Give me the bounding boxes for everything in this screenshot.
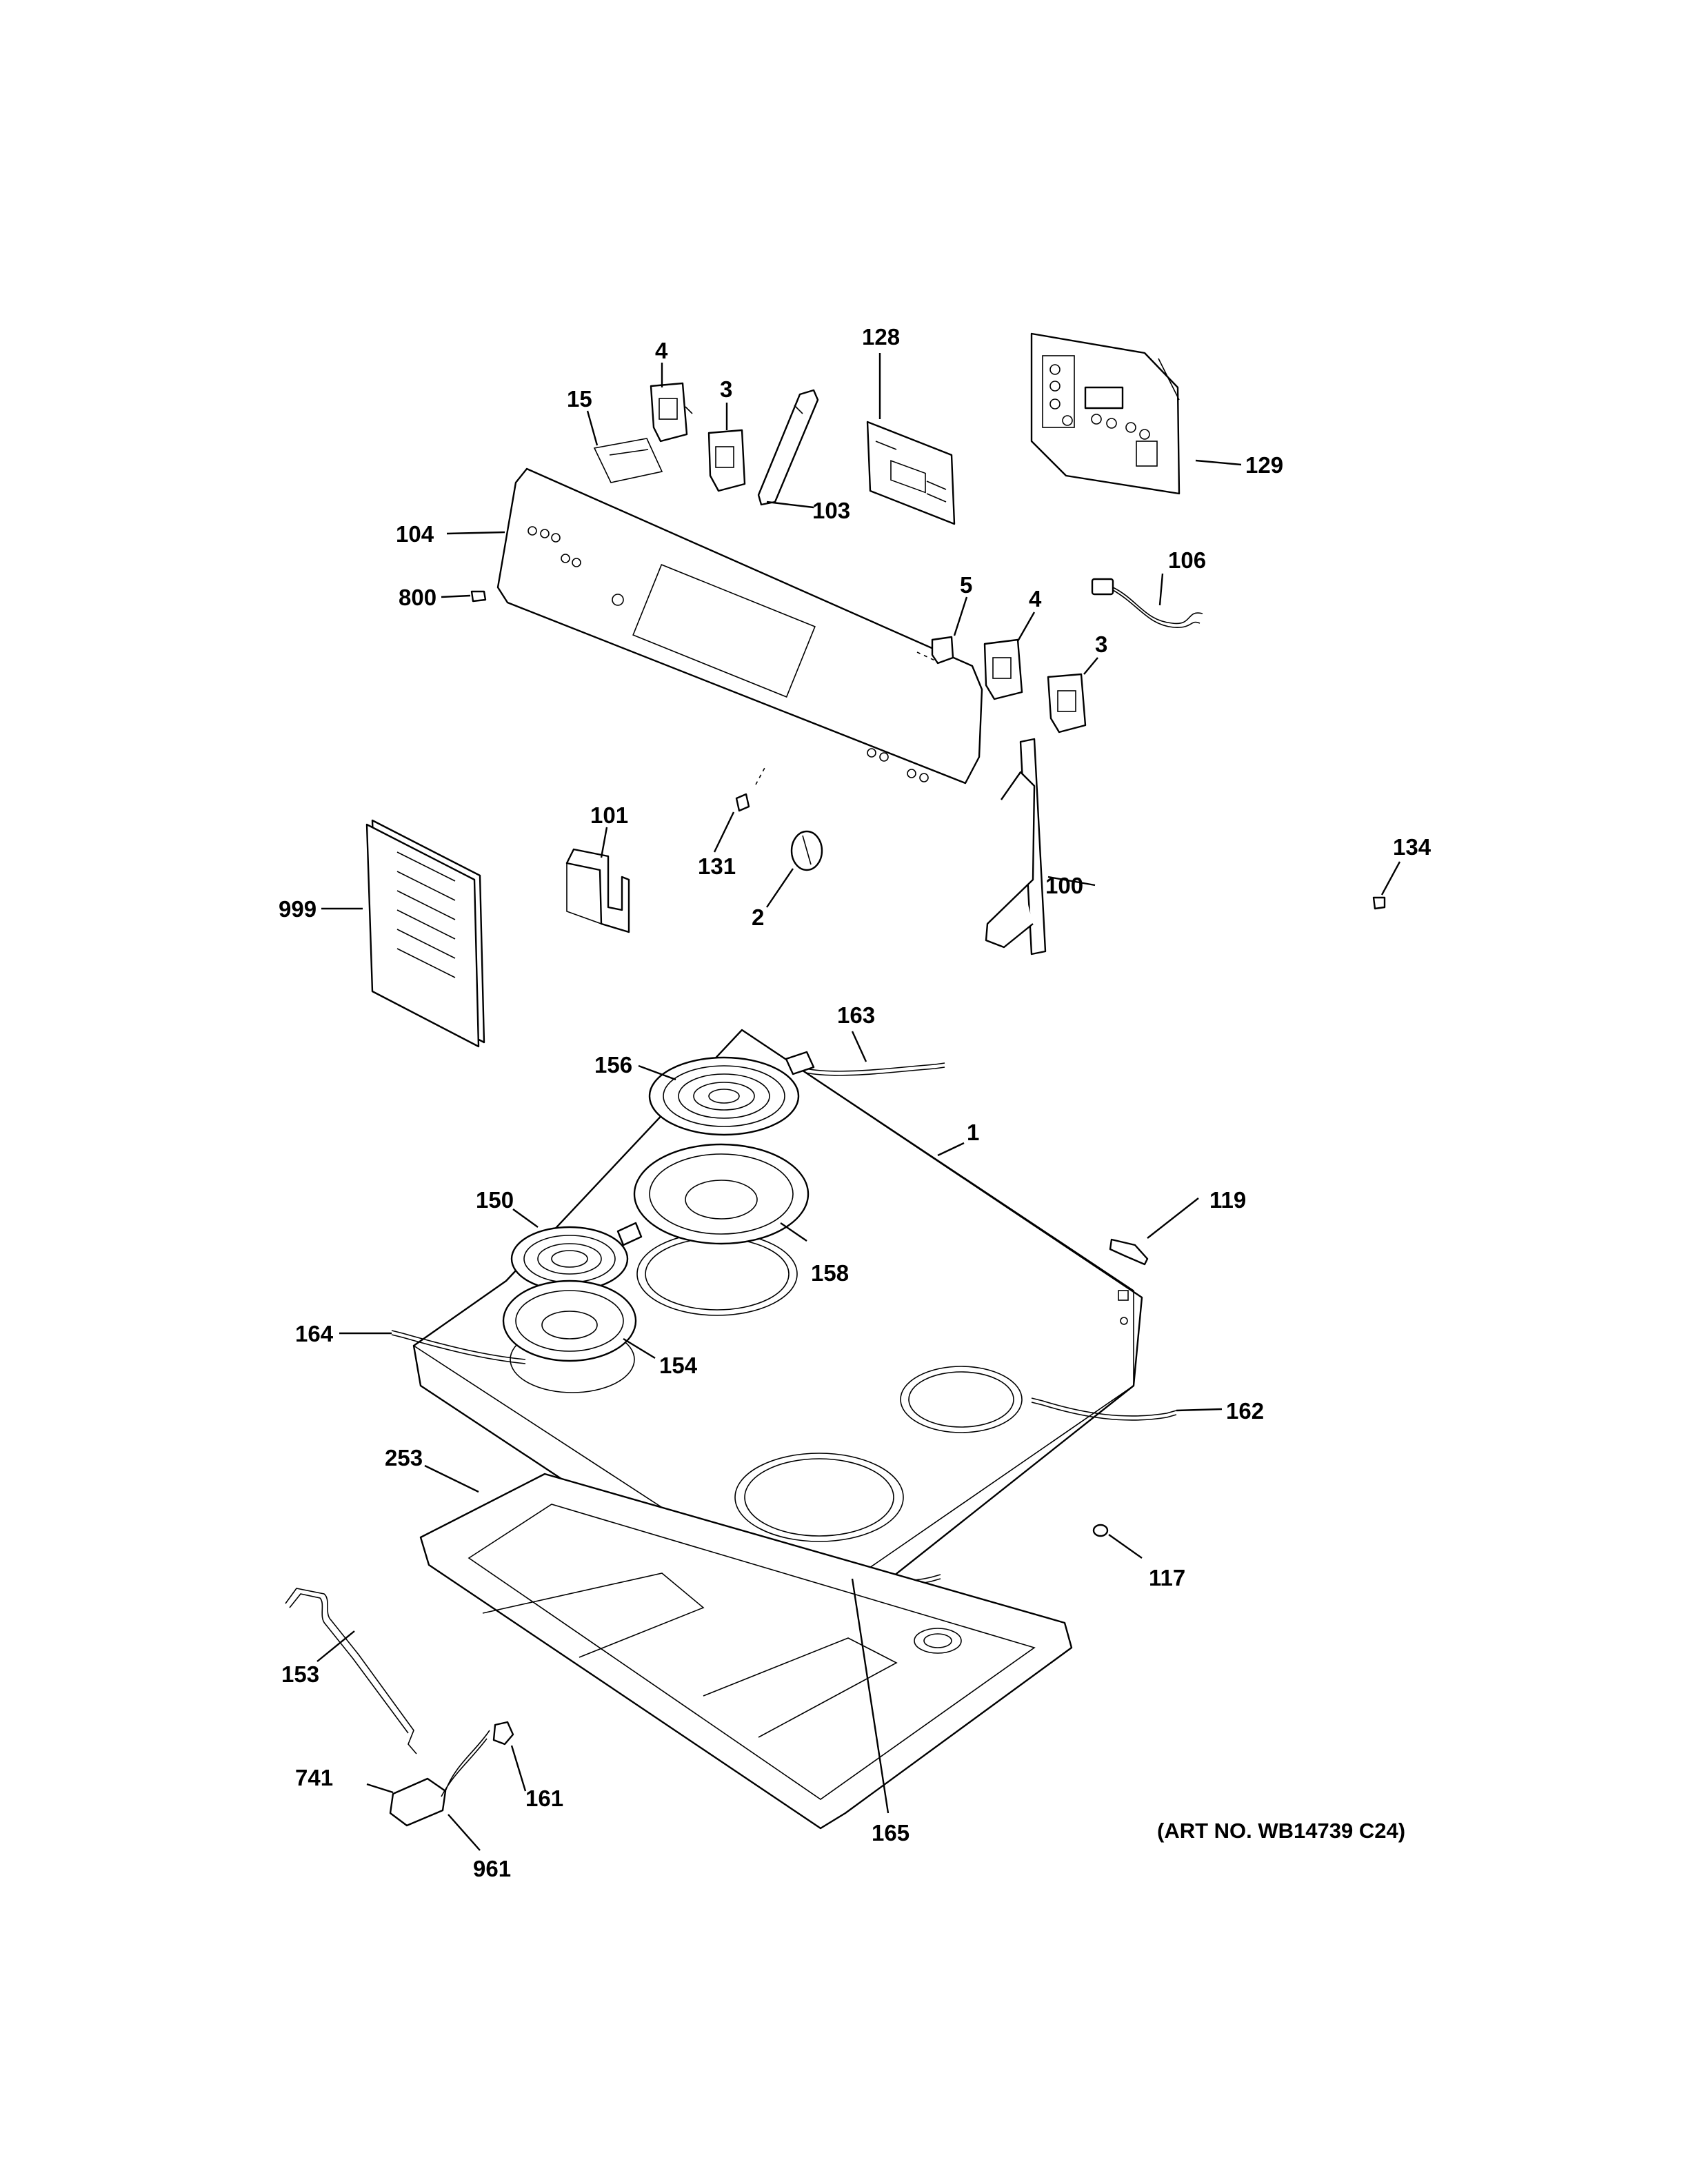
callout-162: 162 bbox=[1226, 1398, 1264, 1424]
callout-1: 1 bbox=[967, 1120, 979, 1145]
infinite-switch-3-top-drawing bbox=[707, 429, 746, 492]
callout-156: 156 bbox=[594, 1052, 632, 1078]
callout-100: 100 bbox=[1045, 873, 1083, 898]
callout-101: 101 bbox=[590, 802, 628, 828]
lead-wire-162-drawing bbox=[1031, 1397, 1177, 1421]
callout-3-top: 3 bbox=[720, 376, 732, 402]
callout-165: 165 bbox=[872, 1820, 910, 1846]
drip-pan-158-drawing bbox=[633, 1143, 810, 1245]
callout-103: 103 bbox=[812, 498, 850, 523]
terminal-block-741-drawing bbox=[389, 1730, 490, 1827]
callout-154: 154 bbox=[659, 1353, 698, 1378]
callout-163: 163 bbox=[837, 1002, 875, 1028]
control-overlay-drawing bbox=[866, 421, 956, 525]
art-number: (ART NO. WB14739 C24) bbox=[1157, 1819, 1405, 1843]
nut-117-drawing bbox=[1092, 1524, 1109, 1537]
callout-150: 150 bbox=[476, 1187, 514, 1213]
callout-800: 800 bbox=[399, 585, 436, 610]
wire-153-drawing bbox=[285, 1588, 417, 1755]
strip-bracket-drawing bbox=[757, 389, 819, 506]
callout-2: 2 bbox=[752, 904, 764, 930]
callout-5: 5 bbox=[960, 572, 972, 598]
drip-pan-154-drawing bbox=[502, 1280, 637, 1362]
manual-999-drawing bbox=[365, 819, 485, 1048]
callout-161: 161 bbox=[525, 1786, 563, 1811]
callout-4-right: 4 bbox=[1029, 586, 1042, 611]
callout-134: 134 bbox=[1393, 834, 1431, 860]
knob-2-drawing bbox=[790, 830, 823, 871]
callout-104: 104 bbox=[396, 521, 434, 547]
leader-lines bbox=[316, 353, 1401, 1851]
callout-253: 253 bbox=[385, 1445, 423, 1470]
callout-999: 999 bbox=[279, 896, 316, 922]
switch-15-drawing bbox=[593, 438, 663, 483]
infinite-switch-4-top-drawing bbox=[650, 382, 693, 443]
callout-961: 961 bbox=[473, 1856, 511, 1881]
callout-131: 131 bbox=[698, 853, 736, 879]
switch-5-drawing bbox=[931, 636, 954, 665]
callout-117: 117 bbox=[1149, 1565, 1185, 1590]
clip-119-drawing bbox=[1109, 1238, 1149, 1266]
control-board-drawing bbox=[1030, 332, 1180, 495]
screw-800-drawing bbox=[470, 590, 487, 603]
callout-106: 106 bbox=[1168, 547, 1206, 573]
surface-unit-156-drawing bbox=[648, 1051, 815, 1136]
callout-741: 741 bbox=[295, 1765, 333, 1790]
callout-3-right: 3 bbox=[1095, 631, 1107, 657]
callout-153: 153 bbox=[281, 1661, 319, 1687]
strain-relief-161-drawing bbox=[492, 1721, 514, 1746]
callout-119: 119 bbox=[1209, 1187, 1246, 1213]
infinite-switch-4-right-drawing bbox=[983, 638, 1023, 700]
side-trim-100-drawing bbox=[985, 738, 1047, 956]
bottom-pan-253-drawing bbox=[419, 1473, 1073, 1830]
callout-4-top: 4 bbox=[655, 338, 668, 363]
control-panel-drawing bbox=[496, 467, 983, 785]
callout-129: 129 bbox=[1245, 452, 1283, 478]
callout-128: 128 bbox=[862, 324, 900, 350]
screw-131-drawing bbox=[735, 793, 750, 812]
lead-wire-163-drawing bbox=[796, 1062, 945, 1076]
callouts: 4 3 15 128 129 104 103 800 106 5 4 3 101… bbox=[279, 324, 1431, 1881]
callout-164: 164 bbox=[295, 1321, 334, 1346]
infinite-switch-3-right-drawing bbox=[1047, 673, 1087, 734]
bracket-101-drawing bbox=[565, 848, 630, 933]
callout-15: 15 bbox=[567, 386, 592, 412]
screw-134-drawing bbox=[1372, 896, 1386, 910]
callout-158: 158 bbox=[811, 1260, 849, 1286]
wire-harness-106-drawing bbox=[1091, 578, 1203, 628]
lead-wire-164-drawing bbox=[391, 1330, 526, 1364]
